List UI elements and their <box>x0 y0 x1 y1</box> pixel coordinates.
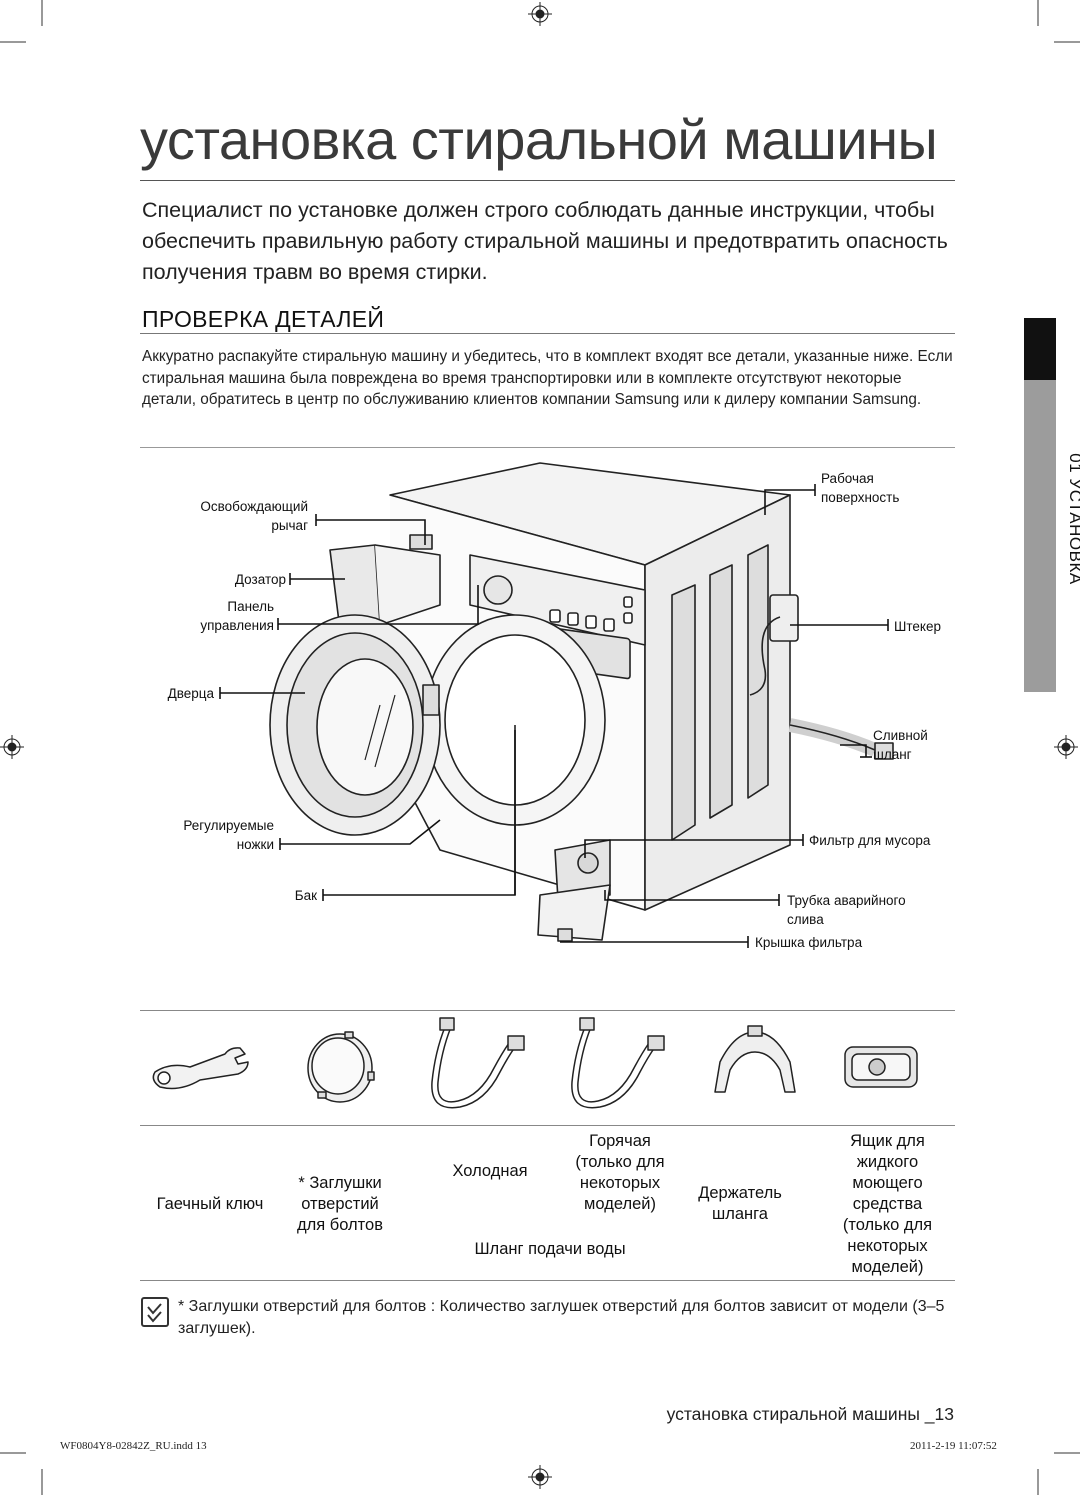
registration-mark-right <box>1054 735 1078 759</box>
filter-cover-flap <box>537 884 611 941</box>
side-tab-marker <box>1024 318 1056 380</box>
section-divider <box>140 333 955 334</box>
intro-paragraph: Специалист по установке должен строго со… <box>142 198 948 284</box>
hose-holder-icon <box>714 1025 796 1093</box>
title-divider <box>140 180 955 181</box>
label-plug: Штекер <box>894 619 941 634</box>
section-heading: ПРОВЕРКА ДЕТАЛЕЙ <box>142 306 385 332</box>
label-water-supply-hose: Шланг подачи воды <box>474 1240 626 1258</box>
label-door: Дверца <box>167 686 214 701</box>
side-tab-bar <box>1024 380 1056 692</box>
detergent-box-icon <box>844 1046 918 1088</box>
page-title: установка стиральной машины <box>140 108 938 171</box>
cold-hose-icon <box>431 1017 525 1109</box>
accessories-illustrations <box>152 1017 918 1109</box>
leader-lines <box>219 484 889 948</box>
label-spanner: Гаечный ключ <box>156 1195 264 1213</box>
print-info-left: WF0804Y8-02842Z_RU.indd 13 <box>60 1440 207 1452</box>
accessories-bottom-divider <box>140 1280 955 1281</box>
registration-mark-left <box>0 735 24 759</box>
label-cold-hose: Холодная <box>452 1162 528 1180</box>
note-text: * Заглушки отверстий для болтов : Количе… <box>178 1296 968 1340</box>
washing-machine-illustration <box>269 462 894 942</box>
spanner-icon <box>152 1047 249 1090</box>
note-body: : Количество заглушек отверстий для болт… <box>178 1298 945 1337</box>
registration-mark-top <box>528 2 552 26</box>
control-panel <box>469 554 646 646</box>
label-filter-cover: Крышка фильтра <box>755 935 863 950</box>
hot-hose-icon <box>571 1017 665 1109</box>
wall-socket <box>769 594 799 642</box>
bolt-cap-icon <box>307 1031 375 1103</box>
note-icon <box>141 1297 169 1327</box>
accessories-mid-divider <box>140 1125 955 1126</box>
accessories-top-divider <box>140 1010 955 1011</box>
registration-mark-bottom <box>528 1465 552 1489</box>
print-info-right: 2011-2-19 11:07:52 <box>910 1440 997 1452</box>
label-dispenser: Дозатор <box>234 572 286 587</box>
label-debris-filter: Фильтр для мусора <box>809 833 931 848</box>
note-bold: * Заглушки отверстий для болтов <box>178 1298 427 1315</box>
diagram-top-divider <box>140 447 955 448</box>
body-paragraph: Аккуратно распакуйте стиральную машину и… <box>142 348 953 408</box>
footer-page-title: установка стиральной машины _13 <box>666 1404 954 1424</box>
label-tub: Бак <box>294 888 317 903</box>
